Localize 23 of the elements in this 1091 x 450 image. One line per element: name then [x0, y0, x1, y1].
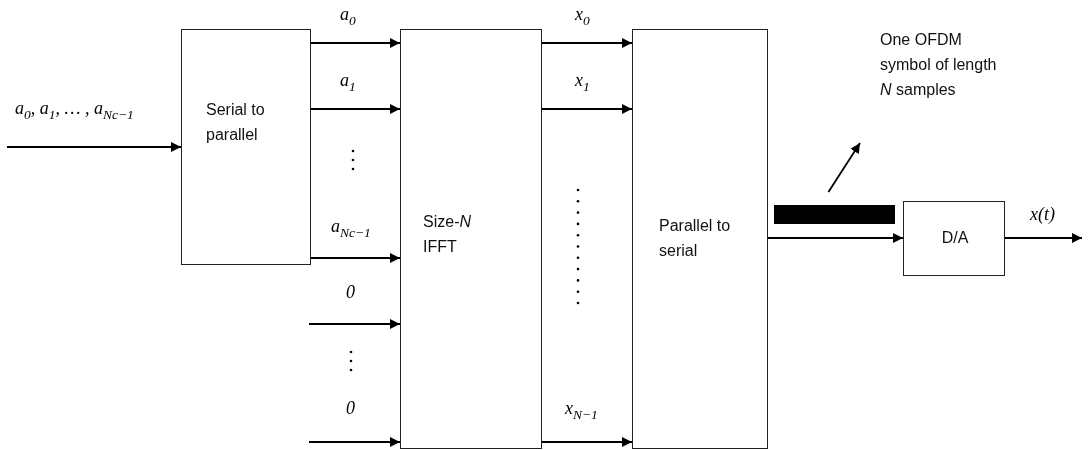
process-box [903, 201, 1005, 276]
process-box [181, 29, 311, 265]
arrow [310, 104, 401, 114]
arrow [541, 104, 633, 114]
arrow [1004, 233, 1083, 243]
edge-label: x(t) [1029, 204, 1056, 226]
process-box [632, 29, 768, 449]
box-label: Size-N IFFT [423, 212, 472, 257]
arrow [541, 38, 633, 48]
arrow [767, 233, 904, 243]
box-label: D/A [940, 228, 970, 248]
box-label: Parallel to serial [659, 216, 732, 261]
leader-arrow [827, 142, 861, 193]
arrow [308, 319, 401, 329]
arrow [6, 142, 182, 152]
box-label: Serial to parallel [206, 100, 266, 145]
arrow [308, 437, 401, 447]
process-box [400, 29, 542, 449]
arrow [310, 253, 401, 263]
callout-text: One OFDM symbol of length N samples [880, 28, 1000, 128]
symbol-bar [774, 205, 895, 224]
arrow [541, 437, 633, 447]
arrow [310, 38, 401, 48]
